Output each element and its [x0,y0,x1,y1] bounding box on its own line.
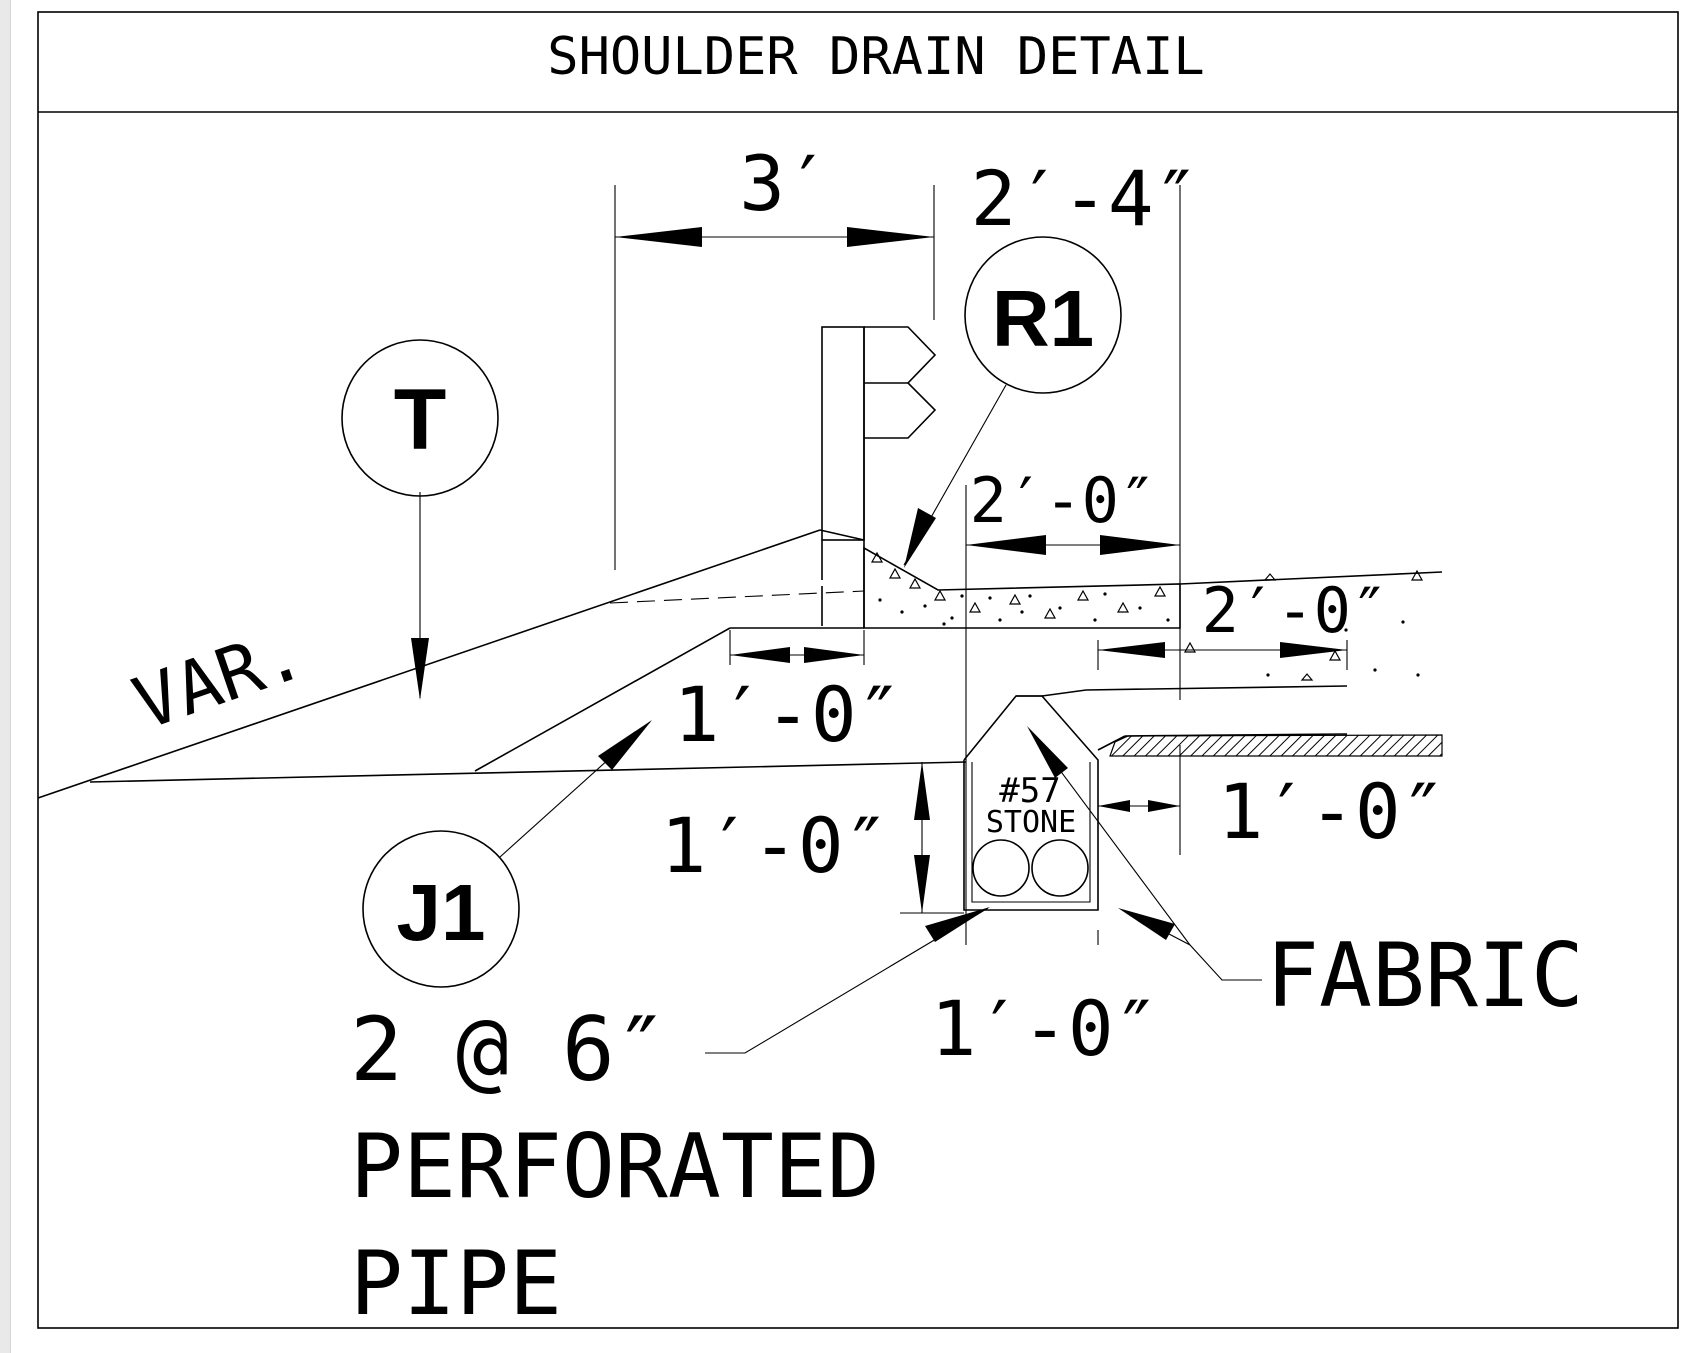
dim-2ft0in-top: 2′-0″ [970,464,1157,537]
dim-3ft: 3′ [739,139,831,228]
callout-r1: R1 [964,236,1122,394]
callout-j1: J1 [362,830,520,988]
sheet-border [37,11,1679,1329]
perforated-pipe-left [972,839,1030,897]
guardrail [821,326,937,628]
drawing-title: SHOULDER DRAIN DETAIL [547,27,1204,87]
fabric-label: FABRIC [1266,924,1584,1027]
drain-trench: #57 STONE [963,695,1099,911]
dim-1ft0in-depth: 1′-0″ [661,801,890,890]
left-margin-strip [0,0,11,1353]
dim-1ft0in-right: 1′-0″ [1218,767,1447,856]
perforated-pipe-right [1031,839,1089,897]
dim-2ft4in: 2′-4″ [971,154,1200,243]
callout-j1-label: J1 [397,868,486,957]
var-label: VAR. [123,610,314,746]
extension-lines [614,185,1348,945]
pipe-label-line3: PIPE [350,1232,562,1335]
leader-lines [411,384,1262,1054]
callout-t-label: T [394,372,447,468]
dim-1ft0in-bottom: 1′-0″ [931,984,1160,1073]
dim-1ft0in-left: 1′-0″ [674,670,903,759]
pipe-label-line1: 2 @ 6″ [350,998,668,1101]
callout-r1-label: R1 [992,274,1094,363]
ground-lines [37,529,967,799]
dimension-lines [615,227,1347,913]
stone-label: STONE [986,805,1076,840]
pavement-hatch [1109,734,1443,757]
shoulder-base-lines [1016,685,1443,757]
callout-t: T [341,339,499,497]
pipe-label-line2: PERFORATED [350,1115,880,1218]
stone-number-label: #57 [999,771,1060,811]
dim-2ft0in-right: 2′-0″ [1202,574,1389,647]
